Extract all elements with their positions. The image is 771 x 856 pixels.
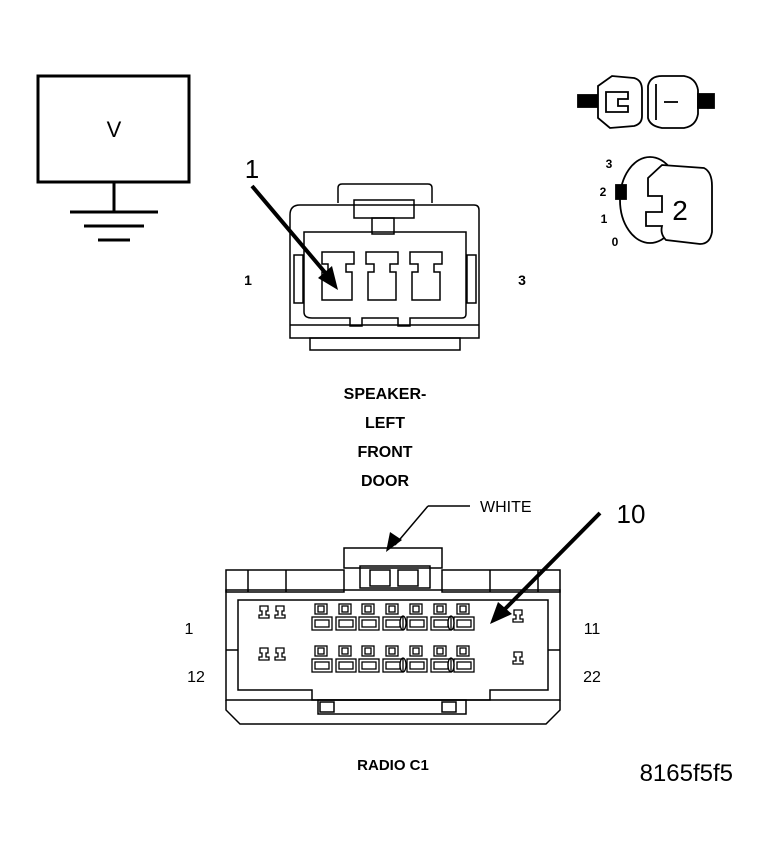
svg-text:LEFT: LEFT xyxy=(365,415,405,432)
radio-cavity xyxy=(358,603,380,631)
radio-terminal-small xyxy=(512,609,524,623)
svg-text:FRONT: FRONT xyxy=(357,444,412,461)
radio-connector-name: RADIO C1 xyxy=(357,757,429,774)
position-0-label: 0 xyxy=(612,235,619,249)
callout-10-arrow xyxy=(490,511,602,624)
speaker-pin-3-label: 3 xyxy=(518,272,526,288)
cavity-divider xyxy=(399,615,407,631)
radio-cavity xyxy=(311,645,333,673)
radio-cavity xyxy=(358,645,380,673)
radio-color-label: WHITE xyxy=(480,499,532,516)
radio-pin-22-label: 22 xyxy=(583,669,601,686)
ground-icon xyxy=(70,210,158,242)
callout-10-number: 10 xyxy=(617,499,646,529)
radio-cavity xyxy=(335,603,357,631)
radio-terminal-small xyxy=(258,605,270,619)
callout-1-number: 1 xyxy=(245,154,259,184)
radio-cavity xyxy=(453,603,475,631)
radio-cavity-grid xyxy=(258,603,524,673)
radio-pin-11-label: 11 xyxy=(584,621,601,638)
radio-cavity xyxy=(430,603,452,631)
callout-1-arrow xyxy=(250,184,338,290)
cavity-divider xyxy=(399,657,407,673)
radio-terminal-small xyxy=(274,647,286,661)
cavity-divider xyxy=(447,657,455,673)
speaker-connector-name: SPEAKER- LEFT FRONT DOOR xyxy=(344,386,427,490)
radio-cavity xyxy=(335,645,357,673)
radio-terminal-small xyxy=(274,605,286,619)
cavity-divider xyxy=(447,615,455,631)
white-leader-arrow xyxy=(386,505,470,552)
radio-terminal-small xyxy=(258,647,270,661)
position-3-label: 3 xyxy=(606,157,613,171)
radio-cavity xyxy=(453,645,475,673)
position-dial xyxy=(615,156,713,245)
figure-id: 8165f5f5 xyxy=(640,760,733,787)
radio-connector xyxy=(225,547,561,725)
connector-plug-icon xyxy=(577,75,715,129)
radio-pin-1-label: 1 xyxy=(185,621,194,638)
radio-pin-12-label: 12 xyxy=(187,669,205,686)
voltmeter-symbol: V xyxy=(36,74,191,242)
radio-cavity xyxy=(311,603,333,631)
position-1-label: 1 xyxy=(601,212,608,226)
radio-terminal-small xyxy=(512,651,524,665)
svg-text:SPEAKER-: SPEAKER- xyxy=(344,386,427,403)
radio-cavity xyxy=(406,603,428,631)
speaker-connector xyxy=(289,183,480,351)
position-2-label: 2 xyxy=(600,185,607,199)
key-icon xyxy=(645,164,713,245)
key-position-number: 2 xyxy=(672,195,688,226)
speaker-pin-1-label: 1 xyxy=(244,272,252,288)
voltmeter-label: V xyxy=(107,117,122,142)
svg-text:DOOR: DOOR xyxy=(361,473,409,490)
radio-cavity xyxy=(406,645,428,673)
